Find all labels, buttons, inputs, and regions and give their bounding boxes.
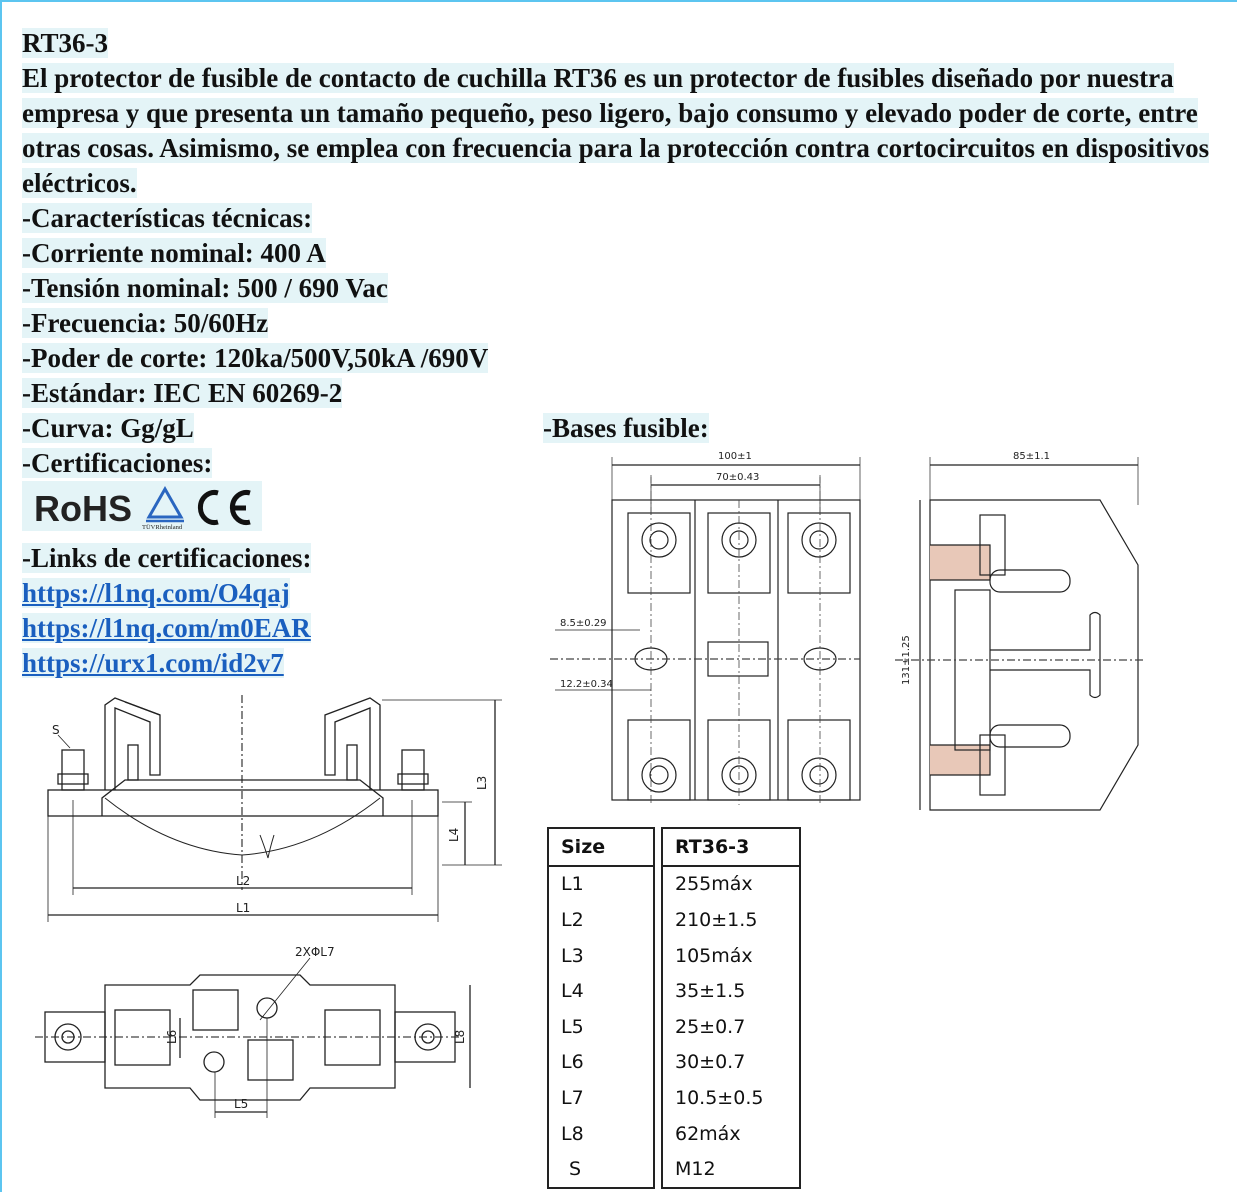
table-cell-value: 30±0.7 bbox=[661, 1044, 801, 1081]
table-cell-size: S bbox=[547, 1151, 655, 1189]
label-holes: 2XΦL7 bbox=[295, 945, 335, 959]
side-view-drawing: S L2 L1 L3 L4 bbox=[47, 695, 502, 922]
ce-logo-icon bbox=[197, 490, 251, 525]
table-cell-size: L6 bbox=[547, 1044, 655, 1081]
label-l8: L8 bbox=[453, 1030, 467, 1044]
table-cell-size: L2 bbox=[547, 902, 655, 938]
table-cell-size: L8 bbox=[547, 1115, 655, 1152]
label-l6: L6 bbox=[165, 1030, 179, 1044]
top-view-drawing: 2XΦL7 L5 L6 L8 bbox=[35, 945, 471, 1118]
spec-estandar: -Estándar: IEC EN 60269-2 bbox=[22, 378, 343, 408]
cert-logos-svg: RoHS TÜVRheinland bbox=[34, 485, 251, 531]
cert-logos: RoHS TÜVRheinland bbox=[22, 481, 262, 531]
cert-link-3: https://urx1.com/id2v7 bbox=[22, 646, 284, 681]
cert-link-2: https://l1nq.com/m0EAR bbox=[22, 611, 311, 646]
rohs-logo: RoHS bbox=[34, 488, 132, 529]
tuv-logo-text: TÜVRheinland bbox=[142, 524, 183, 531]
spec-curva: -Curva: Gg/gL bbox=[22, 413, 194, 443]
table-cell-value: 62máx bbox=[661, 1115, 801, 1152]
links-heading: -Links de certificaciones: bbox=[22, 543, 312, 573]
base-side-view-drawing: 85±1.1 131±1.25 bbox=[895, 451, 1145, 811]
label-d85: 85±1.1 bbox=[1013, 451, 1050, 462]
cert-link-2-anchor[interactable]: https://l1nq.com/m0EAR bbox=[22, 613, 311, 643]
table-cell-size: L7 bbox=[547, 1080, 655, 1116]
label-s: S bbox=[52, 723, 60, 737]
cert-link-1: https://l1nq.com/O4qaj bbox=[22, 576, 290, 611]
table-cell-value: 255máx bbox=[661, 866, 801, 903]
label-l1: L1 bbox=[236, 901, 250, 915]
table-cell-value: 105máx bbox=[661, 937, 801, 974]
base-front-view-drawing: 100±1 70±0.43 8.5±0.29 12.2±0.34 bbox=[550, 451, 861, 805]
product-description: El protector de fusible de contacto de c… bbox=[22, 63, 1210, 198]
label-l3: L3 bbox=[475, 776, 489, 790]
table-cell-value: 10.5±0.5 bbox=[661, 1080, 801, 1116]
table-header-size: Size bbox=[547, 827, 655, 867]
table-cell-size: L5 bbox=[547, 1008, 655, 1045]
spec-frecuencia: -Frecuencia: 50/60Hz bbox=[22, 308, 269, 338]
spec-corriente: -Corriente nominal: 400 A bbox=[22, 238, 326, 268]
label-d85b: 8.5±0.29 bbox=[560, 618, 607, 629]
table-header-row: Size RT36-3 bbox=[547, 827, 801, 867]
cert-link-1-anchor[interactable]: https://l1nq.com/O4qaj bbox=[22, 578, 290, 608]
table-header-model: RT36-3 bbox=[661, 827, 801, 867]
spec-certificaciones: -Certificaciones: bbox=[22, 448, 213, 478]
label-l4: L4 bbox=[447, 828, 461, 842]
label-w100: 100±1 bbox=[718, 451, 752, 462]
table-cell-value: 210±1.5 bbox=[661, 902, 801, 938]
table-cell-size: L3 bbox=[547, 937, 655, 974]
label-l5: L5 bbox=[234, 1097, 248, 1111]
table-cell-value: M12 bbox=[661, 1151, 801, 1189]
table-cell-size: L1 bbox=[547, 866, 655, 903]
table-cell-size: L4 bbox=[547, 973, 655, 1009]
spec-tension: -Tensión nominal: 500 / 690 Vac bbox=[22, 273, 388, 303]
cert-link-3-anchor[interactable]: https://urx1.com/id2v7 bbox=[22, 648, 284, 678]
spec-poder: -Poder de corte: 120ka/500V,50kA /690V bbox=[22, 343, 489, 373]
table-cell-value: 25±0.7 bbox=[661, 1008, 801, 1045]
bases-label: -Bases fusible: bbox=[543, 413, 709, 443]
label-l2: L2 bbox=[236, 874, 250, 888]
tuv-logo-icon: TÜVRheinland bbox=[142, 485, 184, 531]
table-cell-value: 35±1.5 bbox=[661, 973, 801, 1009]
page-title: RT36-3 bbox=[22, 28, 109, 58]
label-w70: 70±0.43 bbox=[716, 472, 759, 483]
spec-heading: -Características técnicas: bbox=[22, 203, 313, 233]
label-d122: 12.2±0.34 bbox=[560, 679, 613, 690]
